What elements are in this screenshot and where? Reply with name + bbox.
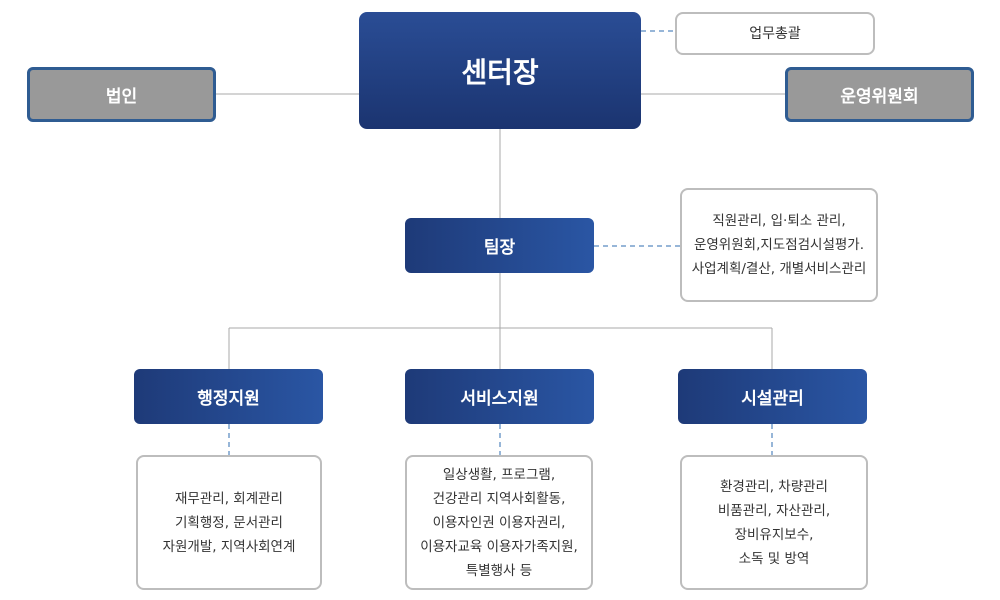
head-title: 센터장 (461, 55, 539, 89)
dept-facility-duty: 비품관리, 자산관리, (717, 502, 831, 519)
dept-admin-node: 행정지원 (134, 369, 323, 424)
team-lead-duty: 운영위원회,지도점검시설평가. (693, 237, 865, 253)
steering-committee-title: 운영위원회 (840, 87, 919, 107)
dept-facility-duty: 소독 및 방역 (738, 550, 810, 567)
dept-admin-duty: 기획행정, 문서관리 (175, 514, 283, 531)
corporation-title: 법인 (105, 87, 138, 107)
dept-admin-duties-box: 재무관리, 회계관리 기획행정, 문서관리 자원개발, 지역사회연계 (136, 455, 322, 590)
dept-service-duty: 특별행사 등 (465, 562, 533, 579)
steering-committee-node: 운영위원회 (785, 67, 974, 122)
corporation-node: 법인 (27, 67, 216, 122)
dept-facility-duty: 장비유지보수, (734, 526, 814, 543)
team-lead-title: 팀장 (483, 238, 516, 258)
head-note-text: 업무총괄 (749, 25, 801, 42)
dept-facility-duty: 환경관리, 차량관리 (720, 478, 828, 495)
dept-service-duty: 건강관리 지역사회활동, (432, 490, 566, 507)
head-note-box: 업무총괄 (675, 12, 875, 55)
dept-service-duties-box: 일상생활, 프로그램, 건강관리 지역사회활동, 이용자인권 이용자권리, 이용… (405, 455, 593, 590)
dept-admin-duty: 자원개발, 지역사회연계 (162, 538, 296, 555)
dept-service-title: 서비스지원 (460, 389, 539, 409)
team-lead-node: 팀장 (405, 218, 594, 273)
dept-service-node: 서비스지원 (405, 369, 594, 424)
team-lead-duty: 직원관리, 입·퇴소 관리, (712, 213, 846, 229)
dept-service-duty: 이용자교육 이용자가족지원, (420, 538, 578, 555)
dept-facility-duties-box: 환경관리, 차량관리 비품관리, 자산관리, 장비유지보수, 소독 및 방역 (680, 455, 868, 590)
team-lead-duty: 사업계획/결산, 개별서비스관리 (691, 261, 867, 277)
dept-admin-duty: 재무관리, 회계관리 (175, 490, 283, 507)
dept-service-duty: 일상생활, 프로그램, (442, 466, 556, 483)
dept-admin-title: 행정지원 (197, 389, 260, 409)
dept-service-duty: 이용자인권 이용자권리, (432, 514, 566, 531)
dept-facility-node: 시설관리 (678, 369, 867, 424)
head-node: 센터장 (359, 12, 641, 129)
team-lead-duties-box: 직원관리, 입·퇴소 관리, 운영위원회,지도점검시설평가. 사업계획/결산, … (680, 188, 878, 302)
dept-facility-title: 시설관리 (741, 389, 804, 409)
